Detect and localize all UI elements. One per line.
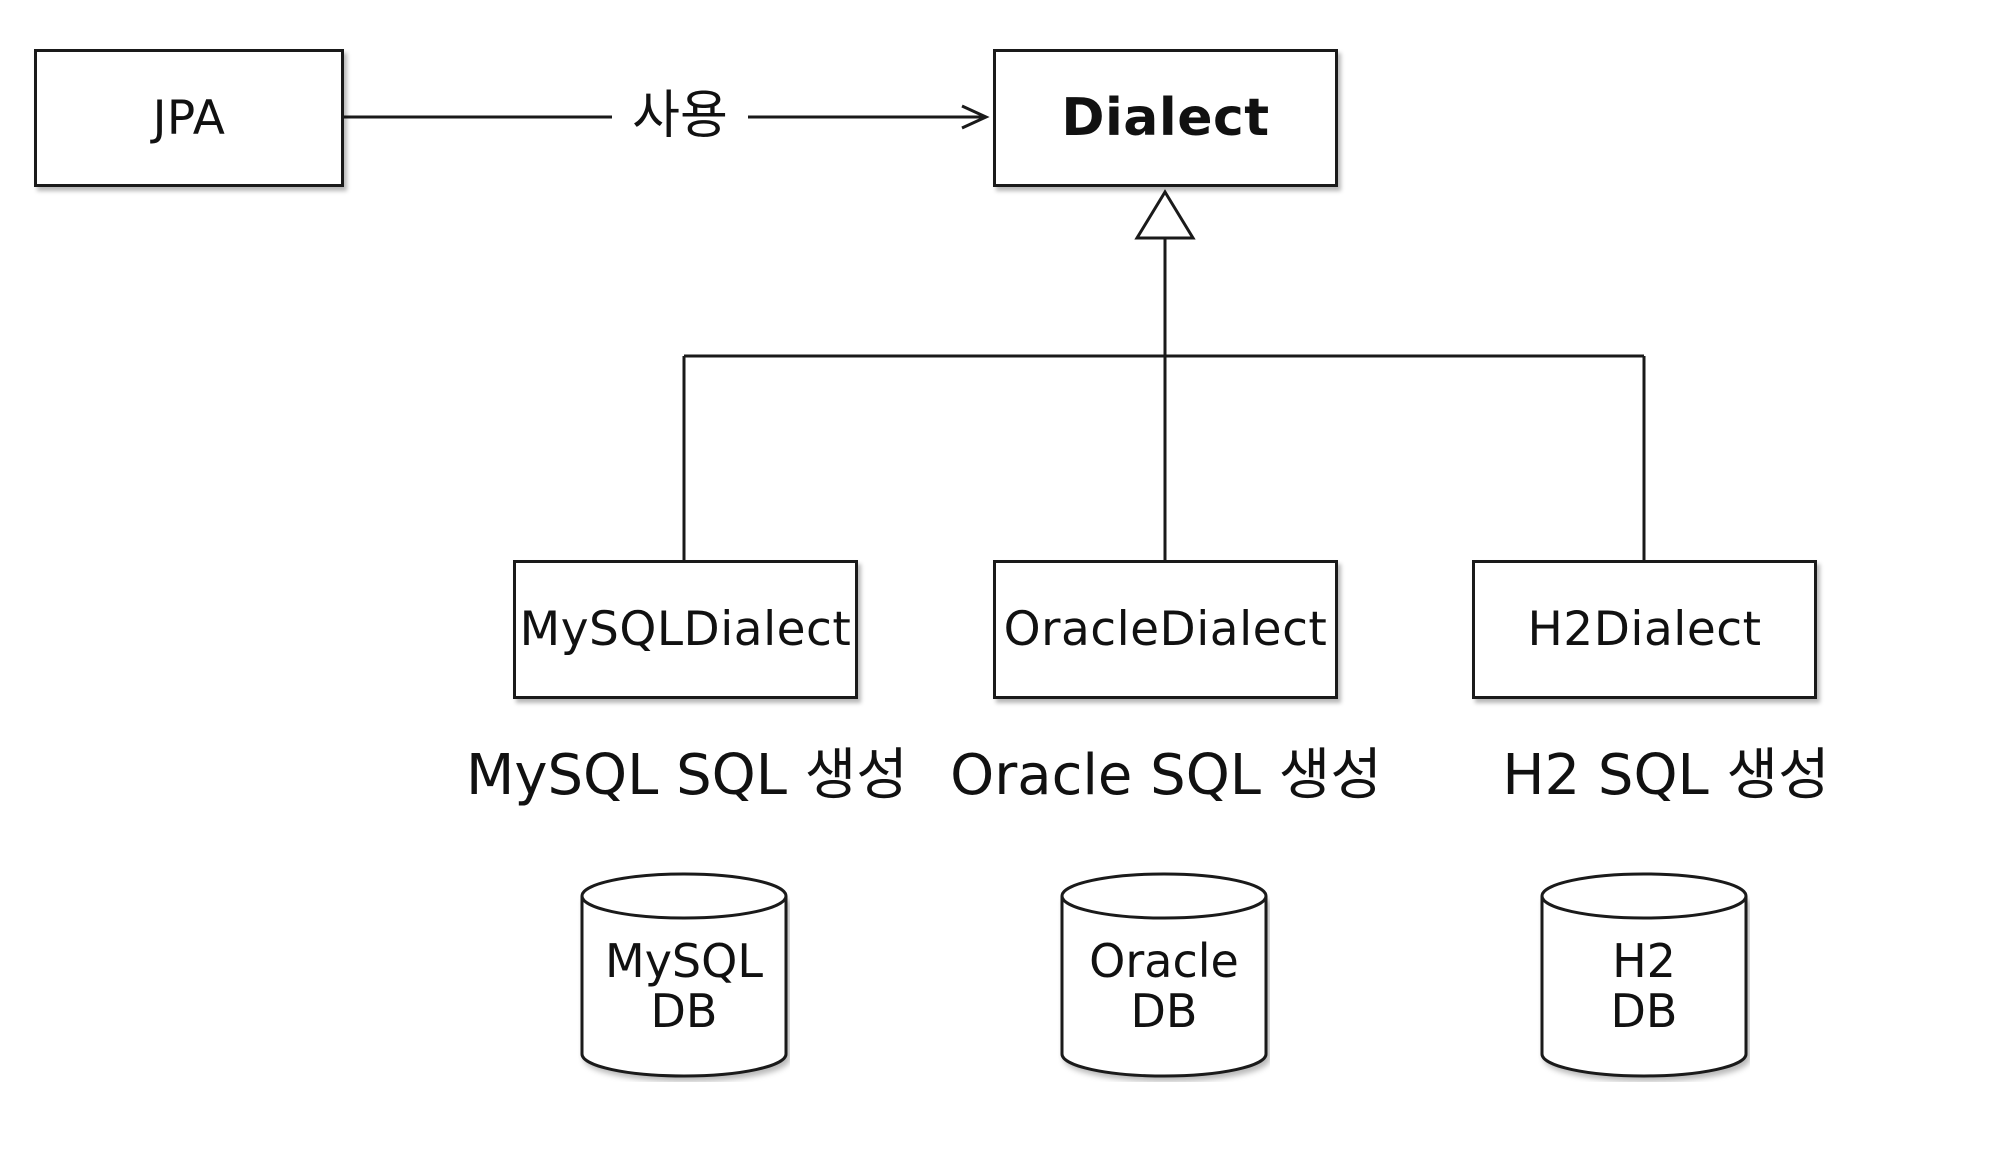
h2-db-label-line2: DB <box>1610 984 1678 1038</box>
mysql-db-label-line2: DB <box>650 984 718 1038</box>
uses-arrowhead-icon <box>961 104 990 130</box>
h2-dialect-box: H2Dialect <box>1472 560 1817 699</box>
mysql-dialect-label: MySQLDialect <box>519 602 852 657</box>
database-icon <box>580 872 788 1078</box>
oracle-dialect-label: OracleDialect <box>1003 602 1328 657</box>
h2-db-label-line1: H2 <box>1612 934 1676 988</box>
mysql-sql-caption: MySQL SQL 생성 <box>466 743 908 808</box>
h2-sql-caption: H2 SQL 생성 <box>1502 743 1830 808</box>
oracle-db-label-line1: Oracle <box>1089 934 1239 988</box>
generalization-triangle-icon <box>1134 189 1196 240</box>
mysql-db-label-line1: MySQL <box>605 934 763 988</box>
jpa-box: JPA <box>34 49 344 187</box>
mysql-db-cylinder: MySQL DB <box>578 868 790 1082</box>
oracle-db-cylinder: Oracle DB <box>1058 868 1270 1082</box>
h2-dialect-label: H2Dialect <box>1527 602 1762 657</box>
uses-label: 사용 <box>618 90 742 142</box>
dialect-box: Dialect <box>993 49 1338 187</box>
h2-db-cylinder: H2 DB <box>1538 868 1750 1082</box>
mysql-dialect-box: MySQLDialect <box>513 560 858 699</box>
oracle-sql-caption: Oracle SQL 생성 <box>950 743 1382 808</box>
database-icon <box>1060 872 1268 1078</box>
jpa-label: JPA <box>152 90 226 146</box>
dialect-label: Dialect <box>1061 88 1270 148</box>
database-icon <box>1540 872 1748 1078</box>
oracle-dialect-box: OracleDialect <box>993 560 1338 699</box>
oracle-db-label-line2: DB <box>1130 984 1198 1038</box>
